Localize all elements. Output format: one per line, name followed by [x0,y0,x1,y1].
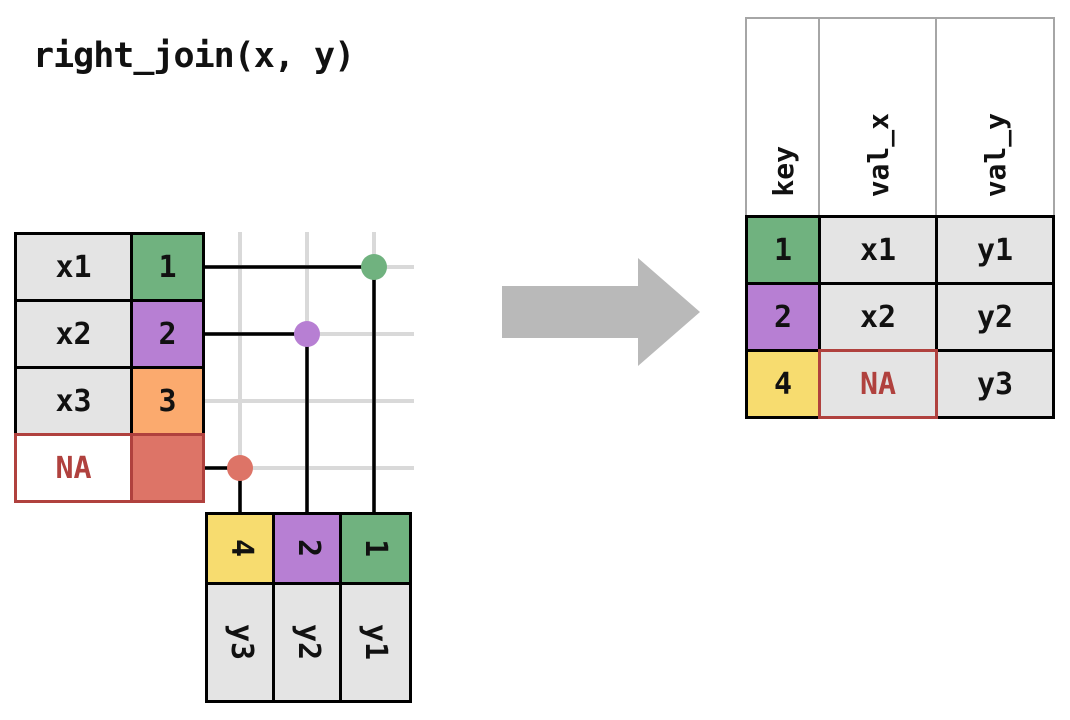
result-key-cell: 1 [745,215,821,285]
x-val-cell: x2 [14,299,133,369]
x-val-cell: x3 [14,366,133,436]
y-key-cell: 4 [205,512,278,585]
result-key-cell: 4 [745,349,821,419]
result-header-val-x-text: val_x [861,112,895,197]
match-dot-key2 [294,321,320,347]
x-key-cell: 3 [130,366,205,436]
result-header-val-y-text: val_y [978,112,1012,197]
y-val-text: y1 [358,624,393,661]
y-key-text: 2 [291,539,326,558]
y-val-text: y3 [224,624,259,661]
result-val-y-cell: y3 [935,349,1055,419]
x-na-key-cell [130,433,205,503]
x-key-cell: 2 [130,299,205,369]
result-key-text: 2 [773,299,793,335]
x-key-text: 2 [158,316,177,352]
y-val-cell: y2 [272,582,345,703]
result-val-y-text: y3 [976,366,1014,402]
x-key-text: 1 [158,249,177,285]
result-key-cell: 2 [745,282,821,352]
result-val-y-text: y1 [976,232,1014,268]
result-header-val-y: val_y [935,17,1055,217]
y-key-cell: 2 [272,512,345,585]
x-key-cell: 1 [130,232,205,302]
result-header-key: key [745,17,821,217]
result-val-y-text: y2 [976,299,1014,335]
y-val-text: y2 [291,624,326,661]
x-val-text: x2 [55,316,92,352]
transform-arrow [502,258,700,366]
connector-lines [205,265,376,515]
x-val-cell: x1 [14,232,133,302]
x-na-text: NA [55,450,92,486]
result-val-y-cell: y2 [935,282,1055,352]
result-val-x-cell: x1 [818,215,938,285]
y-key-text: 1 [358,539,393,558]
result-key-text: 1 [773,232,793,268]
result-val-x-cell: x2 [818,282,938,352]
y-val-cell: y3 [205,582,278,703]
match-dot-key4-unmatched [227,455,253,481]
result-val-y-cell: y1 [935,215,1055,285]
x-val-text: x3 [55,383,92,419]
result-key-text: 4 [773,366,793,402]
x-key-text: 3 [158,383,177,419]
y-key-text: 4 [224,539,259,558]
y-val-cell: y1 [339,582,412,703]
x-val-text: x1 [55,249,92,285]
result-val-x-text: x1 [859,232,897,268]
diagram-title: right_join(x, y) [33,36,355,76]
match-dot-key1 [361,254,387,280]
x-na-val-cell: NA [14,433,133,503]
y-key-cell: 1 [339,512,412,585]
result-na-cell: NA [818,349,938,419]
result-header-val-x: val_x [818,17,938,217]
result-na-text: NA [859,366,897,402]
result-val-x-text: x2 [859,299,897,335]
result-header-key-text: key [766,146,800,197]
